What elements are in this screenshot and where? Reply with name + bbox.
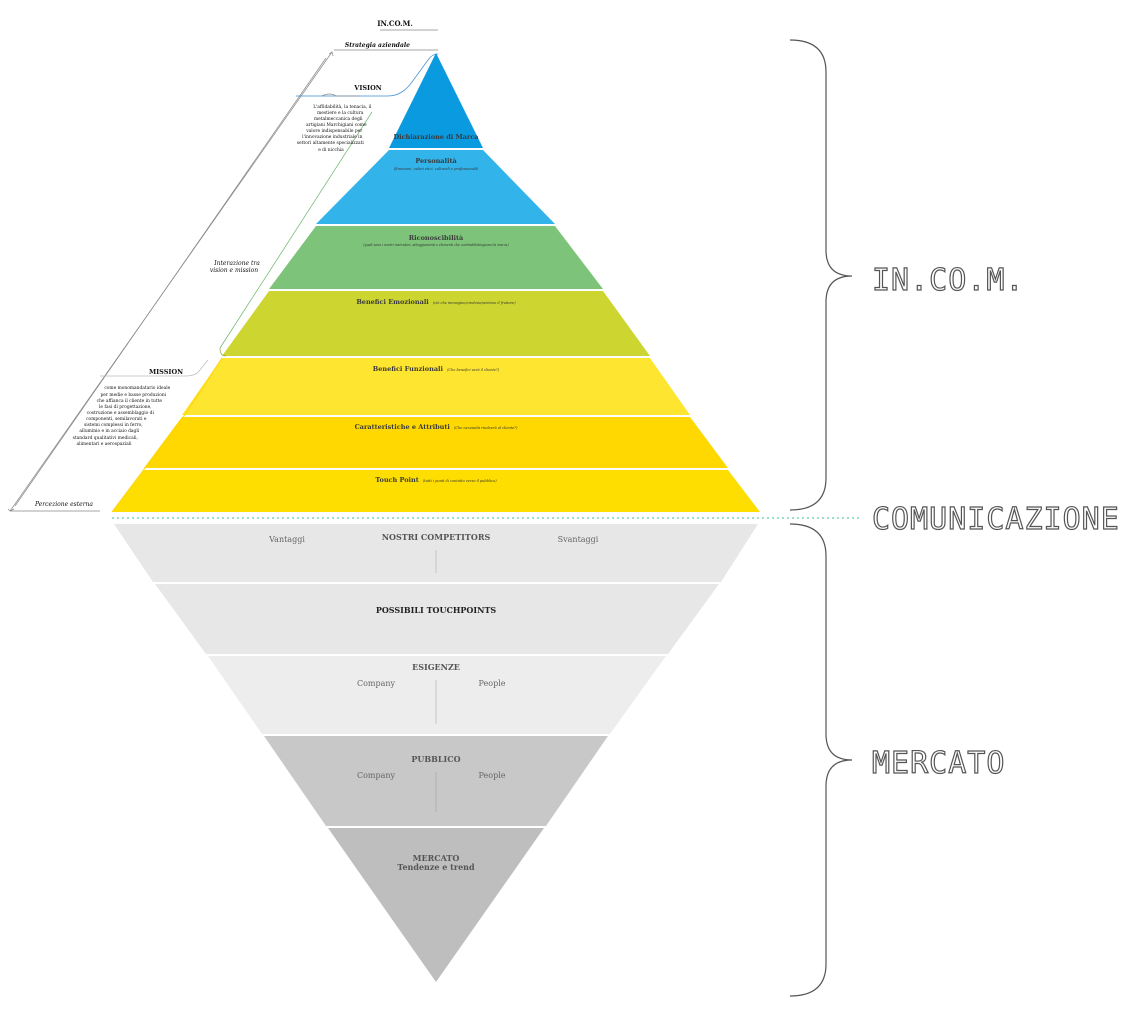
pyramid-layer-caratteristiche [144,417,728,468]
layer-sub-benefici-funzionali: (Che benefici avrà il cliente?) [447,368,500,372]
left-annotations [7,29,439,513]
mission-text-line: che affianca il cliente in tutte [97,399,163,404]
mission-text-line: come monomandatario ideale [104,386,170,391]
interazione-line-2: vision e mission [210,267,258,274]
vision-text-line: artigiani Marchigiani come [306,123,367,128]
layer-title-personalita: Personalità [415,157,457,165]
mercato-title: MERCATO [413,853,460,863]
comunicazione-side-label: COMUNICAZIONE [872,502,1120,537]
layer-title-benefici-funzionali: Benefici Funzionali [373,365,444,373]
layer-row-benefici-funzionali: Benefici Funzionali (Che benefici avrà i… [373,365,500,373]
market-funnel: NOSTRI COMPETITORS Vantaggi Svantaggi PO… [114,524,758,982]
interazione-line-1: Interazione tra [213,260,260,267]
pyramid-layer-riconoscibilita [269,226,603,289]
esigenze-left: Company [357,679,396,688]
vision-text-line: L'affidabilità, la tenacia, il [313,105,372,110]
mission-text-line: alimentari e aerospaziali [76,442,132,447]
layer-sub-caratteristiche: (Che necessità risolverà al cliente?) [454,426,518,430]
vision-text-line: l'innovazione industriale in [302,135,362,140]
competitors-left: Vantaggi [268,535,305,544]
layer-title-riconoscibilita: Riconoscibilità [409,234,464,242]
layer-title-dichiarazione: Dichiarazione di Marca [393,133,479,141]
vision-text-line: metalmeccanica degli [314,117,363,122]
vision-text: L'affidabilità, la tenacia, il mestiere … [297,105,373,153]
incom-side-label: IN.CO.M. [872,263,1025,298]
vision-text-line: valore indispensabile per [305,129,363,134]
layer-row-caratteristiche: Caratteristiche e Attributi (Che necessi… [355,423,518,431]
mission-text-line: standard qualitativi medicali, [73,436,138,441]
vision-bracket [296,53,439,97]
esigenze-right: People [479,679,506,688]
layer-sub-riconoscibilita: (quali sono i nostri marcatori, atteggia… [363,243,509,247]
pyramid-layer-personalita [316,150,555,224]
mission-text-line: costruzione e assemblaggio di [87,411,155,416]
pyramid-layer-benefici-funzionali [182,358,690,415]
mission-label: MISSION [149,368,183,376]
pyramid-layer-touch-point [112,470,760,512]
competitors-right: Svantaggi [558,535,599,544]
mercato-sub: Tendenze e trend [397,862,475,872]
vision-text-line: mestiere e la cultura [317,111,364,116]
interazione-line [219,111,373,349]
esigenze-title: ESIGENZE [412,662,460,672]
interazione-label: Interazione tra vision e mission [210,260,262,274]
mission-text-line: le fasi di progettazione, [99,405,152,410]
mission-text: come monomandatario ideale per medie e b… [73,386,172,447]
layer-sub-benefici-emozionali: (ciò che immagino/credono/sentono il fru… [433,301,516,305]
incom-top-label: IN.CO.M. [377,19,413,28]
mission-text-line: sistemi complessi in ferro, [84,423,143,428]
touchpoints-title: POSSIBILI TOUCHPOINTS [376,605,497,615]
mission-rule [100,359,209,377]
layer-sub-touch-point: (tutti i punti di contatto verso il pubb… [423,479,497,483]
vision-text-line: settori altamente specializzati [297,141,365,146]
funnel-layer-mercato [328,828,544,982]
pubblico-title: PUBBLICO [411,754,460,764]
vision-text-line: e di nicchia [318,148,344,153]
percezione-label: Percezione esterna [34,501,93,508]
layer-row-touch-point: Touch Point (tutti i punti di contatto v… [375,476,497,484]
incom-brace [789,39,853,511]
strategia-arrow-inner [14,57,327,507]
vision-underline [321,93,360,97]
interazione-end [219,347,227,357]
competitors-title: NOSTRI COMPETITORS [382,532,491,542]
mission-text-line: alluminio e in acciaio dagli [79,429,139,434]
strategia-label: Strategia aziendale [345,42,410,49]
mercato-side-label: MERCATO [872,746,1005,781]
layer-row-benefici-emozionali: Benefici Emozionali (ciò che immagino/cr… [356,298,516,306]
layer-title-touch-point: Touch Point [375,476,418,484]
pyramid-layer-dichiarazione [389,53,483,148]
pyramid-layer-benefici-emozionali [222,291,650,356]
vision-label: VISION [353,84,381,92]
mission-outline [111,357,223,513]
brand-pyramid: Dichiarazione di Marca Personalità (Emoz… [112,53,760,512]
pubblico-left: Company [357,771,396,780]
mission-text-line: componenti, semilavorati e [86,417,147,422]
layer-sub-personalita: (Emozioni, valori etici, culturali e pro… [394,167,479,171]
layer-title-caratteristiche: Caratteristiche e Attributi [355,423,451,431]
layer-title-benefici-emozionali: Benefici Emozionali [356,298,429,306]
funnel-layer-esigenze [208,656,666,734]
right-braces [789,39,853,997]
funnel-layer-touchpoints [155,584,719,654]
pubblico-right: People [479,771,506,780]
mercato-brace [789,523,853,997]
arrow-head-top [328,51,334,57]
mission-text-line: per medie e basse produzioni [101,393,167,398]
